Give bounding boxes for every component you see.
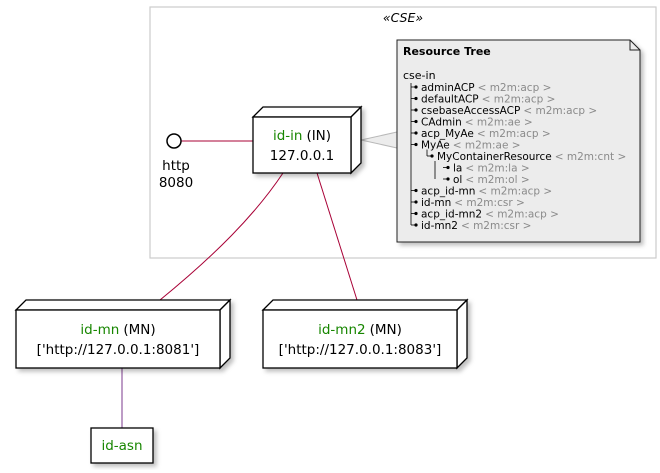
tree-item: csebaseAccessACP< m2m:acp > — [411, 105, 597, 117]
tree-item-name: MyContainerResource — [437, 151, 552, 163]
svg-text:acp_MyAe< m2m:acp >: acp_MyAe< m2m:acp > — [421, 128, 551, 140]
svg-text:MyAe< m2m:ae >: MyAe< m2m:ae > — [421, 140, 521, 152]
tree-item-name: defaultACP — [421, 94, 479, 106]
link-in-mn — [159, 172, 284, 301]
node-in-address: 127.0.0.1 — [270, 148, 334, 164]
node-mn-address: ['http://127.0.0.1:8081'] — [37, 342, 200, 358]
note-anchor — [361, 132, 397, 148]
tree-bullet-icon — [414, 211, 418, 216]
node-in-id: id-in — [273, 128, 303, 144]
tree-item-name: MyAe — [421, 140, 450, 152]
tree-item-type: < m2m:la > — [465, 163, 529, 175]
tree-item-name: ol — [453, 174, 462, 186]
tree-bullet-icon — [414, 200, 418, 204]
svg-text:csebaseAccessACP< m2m:acp >: csebaseAccessACP< m2m:acp > — [421, 105, 597, 117]
node-mn2-role: (MN) — [370, 322, 402, 338]
tree-item-type: < m2m:ol > — [465, 174, 529, 186]
node-in-role: (IN) — [306, 128, 331, 144]
tree-item-type: < m2m:ae > — [453, 140, 521, 152]
node-asn-id: id-asn — [101, 438, 142, 454]
tree-item: CAdmin< m2m:ae > — [411, 117, 533, 129]
tree-item-type: < m2m:acp > — [477, 128, 551, 140]
node-mn-title: id-mn(MN) — [80, 322, 155, 338]
tree-item: acp_id-mn< m2m:acp > — [411, 186, 552, 198]
tree-bullet-icon — [414, 223, 418, 227]
tree-bullet-icon — [414, 108, 418, 112]
tree-root: cse-in — [403, 69, 436, 82]
tree-item: MyAe< m2m:ae > — [411, 140, 521, 152]
tree-item-type: < m2m:acp > — [478, 82, 552, 94]
tree-item-type: < m2m:csr > — [454, 197, 525, 209]
link-in-mn2 — [316, 172, 358, 301]
package-label: «CSE» — [383, 10, 423, 25]
tree-bullet-icon — [414, 119, 418, 124]
svg-text:id-mn2< m2m:csr >: id-mn2< m2m:csr > — [421, 220, 531, 232]
tree-item: id-mn2< m2m:csr > — [411, 220, 531, 232]
svg-text:MyContainerResource< m2m:cnt >: MyContainerResource< m2m:cnt > — [437, 151, 626, 163]
tree-item-name: adminACP — [421, 82, 475, 94]
tree-item: adminACP< m2m:acp > — [411, 82, 551, 94]
tree-bullet-icon — [446, 177, 450, 181]
svg-text:CAdmin< m2m:ae >: CAdmin< m2m:ae > — [421, 117, 533, 129]
tree-item: id-mn< m2m:csr > — [411, 197, 525, 209]
resource-tree-note — [396, 39, 641, 243]
node-id-asn[interactable] — [90, 427, 154, 464]
node-id-in[interactable] — [251, 105, 363, 175]
node-mn2-address: ['http://127.0.0.1:8083'] — [279, 342, 442, 358]
svg-text:acp_id-mn< m2m:acp >: acp_id-mn< m2m:acp > — [421, 186, 552, 198]
tree-bullet-icon — [414, 142, 418, 147]
tree-item-name: acp_id-mn — [421, 186, 475, 198]
svg-text:adminACP< m2m:acp >: adminACP< m2m:acp > — [421, 82, 551, 94]
tree-item: acp_id-mn2< m2m:acp > — [411, 209, 559, 221]
tree-item-name: acp_MyAe — [421, 128, 474, 140]
tree-item-type: < m2m:acp > — [485, 209, 559, 221]
tree-item-name: csebaseAccessACP — [421, 105, 520, 117]
tree-item: defaultACP< m2m:acp > — [411, 94, 555, 106]
svg-text:la< m2m:la >: la< m2m:la > — [453, 163, 530, 175]
tree-bullet-icon — [414, 96, 418, 101]
tree-item-type: < m2m:ae > — [465, 117, 533, 129]
tree-item: acp_MyAe< m2m:acp > — [411, 128, 551, 140]
svg-text:defaultACP< m2m:acp >: defaultACP< m2m:acp > — [421, 94, 555, 106]
tree-item-type: < m2m:acp > — [478, 186, 552, 198]
tree-item-name: id-mn2 — [421, 220, 458, 232]
tree-item-name: la — [453, 163, 462, 175]
connectors — [121, 131, 398, 428]
node-mn-id: id-mn — [80, 322, 119, 338]
node-id-mn2[interactable] — [261, 298, 469, 370]
node-mn-role: (MN) — [123, 322, 155, 338]
tree-connectors — [410, 83, 436, 225]
tree-item-type: < m2m:acp > — [523, 105, 597, 117]
interface-circle-icon — [166, 133, 182, 149]
node-id-mn[interactable] — [14, 298, 232, 370]
tree-bullet-icon — [446, 165, 450, 170]
note-title: Resource Tree — [403, 45, 491, 58]
svg-text:acp_id-mn2< m2m:acp >: acp_id-mn2< m2m:acp > — [421, 209, 559, 221]
http-interface: http 8080 — [159, 133, 193, 191]
tree-bullet-icon — [414, 131, 418, 135]
tree-bullet-icon — [414, 188, 418, 193]
tree-item: la< m2m:la > — [443, 163, 530, 175]
tree-item-name: acp_id-mn2 — [421, 209, 482, 221]
node-mn2-title: id-mn2(MN) — [318, 322, 402, 338]
node-mn2-id: id-mn2 — [318, 322, 366, 338]
tree-item-type: < m2m:acp > — [482, 94, 556, 106]
svg-text:id-mn< m2m:csr >: id-mn< m2m:csr > — [421, 197, 525, 209]
tree-item-name: id-mn — [421, 197, 451, 209]
tree-item-type: < m2m:cnt > — [555, 151, 627, 163]
tree-bullet-icon — [414, 85, 418, 89]
tree-item: ol< m2m:ol > — [443, 174, 530, 186]
tree-item: MyContainerResource< m2m:cnt > — [427, 151, 626, 163]
svg-text:ol< m2m:ol >: ol< m2m:ol > — [453, 174, 530, 186]
tree-item-name: CAdmin — [421, 117, 462, 129]
interface-protocol: http — [162, 158, 190, 174]
interface-port: 8080 — [159, 175, 193, 191]
tree-item-type: < m2m:csr > — [461, 220, 532, 232]
tree-items: adminACP< m2m:acp >defaultACP< m2m:acp >… — [411, 82, 626, 232]
tree-bullet-icon — [430, 154, 434, 158]
node-in-title: id-in(IN) — [273, 128, 331, 144]
